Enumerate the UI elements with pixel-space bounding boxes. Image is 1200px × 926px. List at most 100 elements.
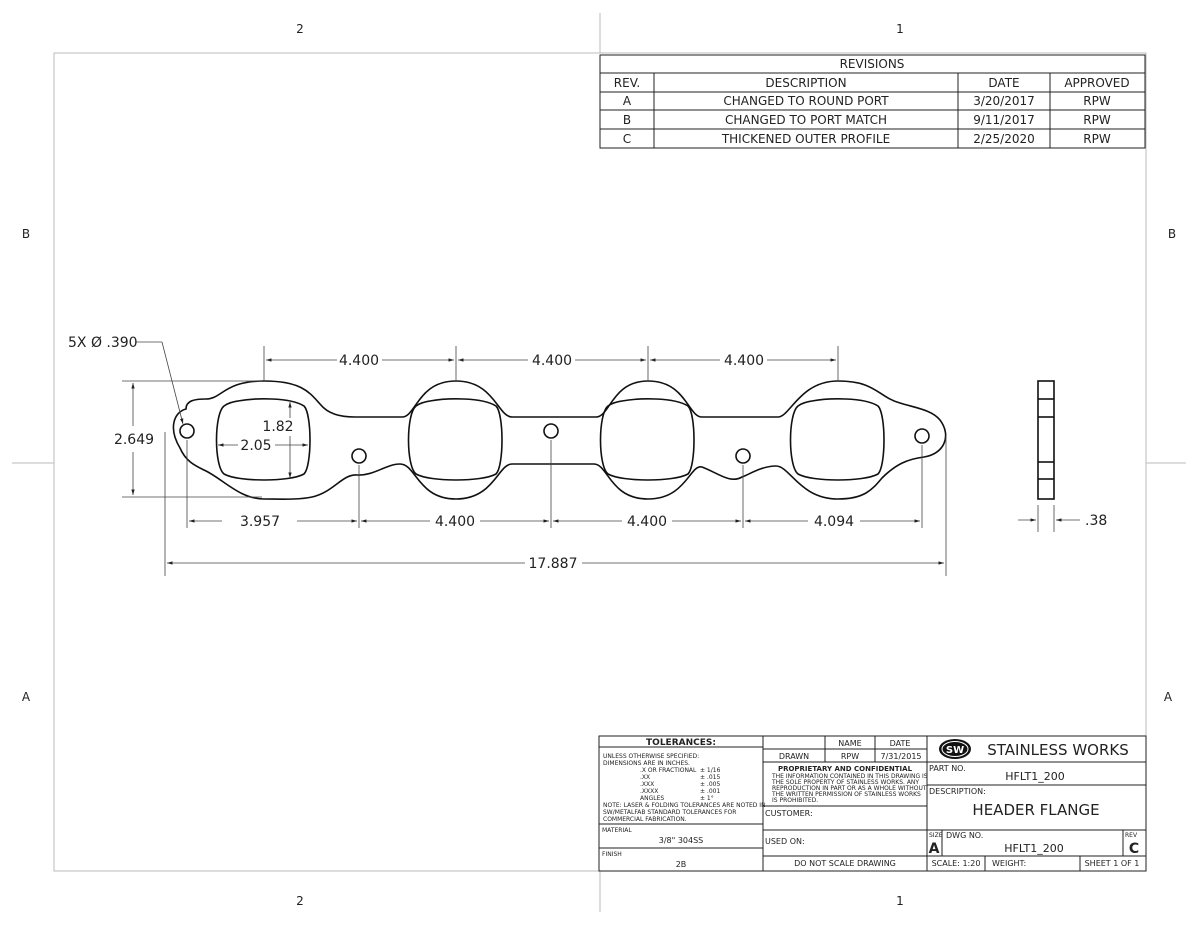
material-value: 3/8" 304SS: [659, 836, 704, 845]
proprietary-line: IS PROHIBITED.: [772, 797, 818, 804]
tolerance-note: SW/METALFAB STANDARD TOLERANCES FOR: [603, 809, 736, 816]
revision-cell: THICKENED OUTER PROFILE: [721, 132, 890, 146]
bolt-hole: [351, 448, 367, 464]
tolerance-line: ± .015: [700, 774, 720, 781]
proprietary-line: THE INFORMATION CONTAINED IN THIS DRAWIN…: [771, 773, 928, 780]
revisions-header: DESCRIPTION: [765, 76, 846, 90]
flange-outline: [172, 380, 947, 500]
title-block: TOLERANCES: UNLESS OTHERWISE SPECIFIED: …: [598, 735, 1147, 872]
revision-cell: CHANGED TO PORT MATCH: [725, 113, 887, 127]
size-label: SIZE: [929, 832, 943, 839]
used-on-label: USED ON:: [765, 837, 805, 846]
tolerance-line: .XX: [640, 774, 650, 781]
bolt-hole: [914, 428, 930, 444]
company-name: STAINLESS WORKS: [987, 741, 1129, 759]
revision-cell: C: [623, 132, 631, 146]
dwg-no-label: DWG NO.: [946, 831, 983, 840]
zone-label: B: [1168, 227, 1176, 241]
revisions-title: REVISIONS: [840, 57, 905, 71]
revision-cell: 2/25/2020: [973, 132, 1035, 146]
zone-label: A: [22, 690, 31, 704]
dimension-label: 4.400: [435, 514, 475, 530]
revision-cell: 9/11/2017: [973, 113, 1035, 127]
proprietary-line: REPRODUCTION IN PART OR AS A WHOLE WITHO…: [772, 785, 927, 792]
tolerance-line: UNLESS OTHERWISE SPECIFIED:: [603, 753, 699, 760]
dimension-label: 3.957: [240, 514, 280, 530]
dimension-label: 2.649: [114, 432, 154, 448]
revisions-header: APPROVED: [1064, 76, 1129, 90]
tolerance-line: ANGLES: [640, 795, 664, 802]
revision-cell: RPW: [1083, 132, 1111, 146]
drawn-label: DRAWN: [779, 752, 809, 761]
tolerance-line: ± 1/16: [700, 767, 721, 774]
finish-label: FINISH: [602, 851, 622, 858]
side-view: [1037, 380, 1055, 500]
drawn-date: 7/31/2015: [880, 752, 921, 761]
name-header: NAME: [838, 739, 861, 748]
rev-label: REV: [1125, 832, 1138, 839]
dimension-label: 4.400: [532, 353, 572, 369]
zone-label: A: [1164, 690, 1173, 704]
company-logo: SW: [939, 739, 971, 759]
zone-label: 1: [896, 894, 904, 908]
revision-cell: RPW: [1083, 94, 1111, 108]
tolerances-title: TOLERANCES:: [646, 738, 716, 748]
revisions-table: REVISIONS REV. DESCRIPTION DATE APPROVED…: [599, 54, 1146, 149]
description-label: DESCRIPTION:: [929, 787, 986, 796]
tolerance-line: ± .001: [700, 788, 720, 795]
dimension-label: 1.82: [262, 419, 293, 435]
zone-label: 2: [296, 22, 304, 36]
revision-cell: RPW: [1083, 113, 1111, 127]
revisions-header: DATE: [988, 76, 1019, 90]
zone-label: 1: [896, 22, 904, 36]
customer-label: CUSTOMER:: [765, 809, 813, 818]
revision-cell: B: [623, 113, 631, 127]
revision-cell: A: [623, 94, 632, 108]
part-no-label: PART NO.: [929, 764, 966, 773]
tolerance-line: .XXXX: [640, 788, 658, 795]
dwg-no: HFLT1_200: [1004, 842, 1063, 855]
dimension-label: 4.400: [339, 353, 379, 369]
zone-label: 2: [296, 894, 304, 908]
revision-cell: CHANGED TO ROUND PORT: [723, 94, 889, 108]
finish-value: 2B: [676, 860, 687, 869]
scale: SCALE: 1:20: [932, 859, 981, 868]
dimension-label: 4.400: [627, 514, 667, 530]
exhaust-port: [215, 398, 311, 481]
proprietary-line: THE SOLE PROPERTY OF STAINLESS WORKS. AN…: [771, 779, 919, 786]
description-value: HEADER FLANGE: [972, 801, 1099, 819]
exhaust-port: [407, 398, 503, 481]
exhaust-port: [599, 398, 695, 481]
dimension-label: 2.05: [240, 438, 271, 454]
tolerance-line: .XXX: [640, 781, 654, 788]
dimension-label: 4.094: [814, 514, 854, 530]
dimension-label: 17.887: [529, 556, 578, 572]
tolerance-line: DIMENSIONS ARE IN INCHES.: [603, 760, 690, 767]
bolt-hole: [179, 423, 195, 439]
bolt-hole: [543, 423, 559, 439]
tolerance-line: ± .005: [700, 781, 720, 788]
logo-mark: SW: [946, 745, 964, 756]
tolerance-line: .X OR FRACTIONAL: [640, 767, 697, 774]
rev-value: C: [1129, 841, 1139, 857]
size-value: A: [929, 841, 940, 857]
material-label: MATERIAL: [602, 827, 632, 834]
zone-label: B: [22, 227, 30, 241]
dimension-label: 4.400: [724, 353, 764, 369]
tolerance-note: COMMERCIAL FABRICATION.: [603, 816, 687, 823]
tolerance-note: NOTE: LASER & FOLDING TOLERANCES ARE NOT…: [603, 802, 766, 809]
hole-callout: 5X Ø .390: [68, 335, 138, 351]
part-no: HFLT1_200: [1005, 770, 1064, 783]
dimension-label: .38: [1085, 513, 1107, 529]
weight-label: WEIGHT:: [992, 859, 1026, 868]
drawn-name: RPW: [841, 752, 859, 761]
tolerance-line: ± 1°: [700, 795, 714, 802]
exhaust-port: [789, 398, 885, 481]
revision-cell: 3/20/2017: [973, 94, 1035, 108]
bolt-hole: [735, 448, 751, 464]
sheet-number: SHEET 1 OF 1: [1085, 859, 1140, 868]
revisions-header: REV.: [614, 76, 640, 90]
proprietary-line: THE WRITTEN PERMISSION OF STAINLESS WORK…: [771, 791, 921, 798]
do-not-scale: DO NOT SCALE DRAWING: [794, 859, 896, 868]
